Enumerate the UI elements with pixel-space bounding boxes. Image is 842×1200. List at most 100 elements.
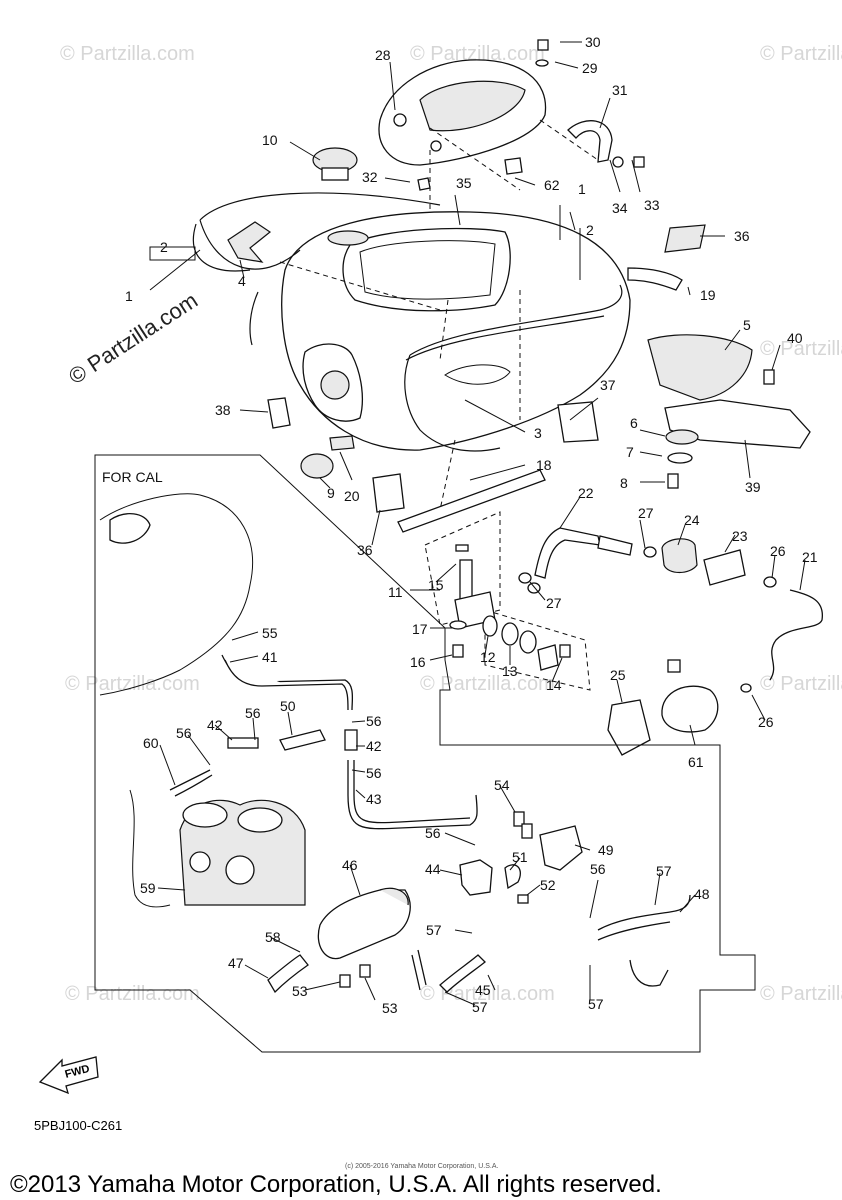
callout-2: 2 bbox=[586, 222, 594, 238]
watermark-main: © Partzilla.com bbox=[64, 287, 202, 389]
callout-29: 29 bbox=[582, 60, 598, 76]
callout-30: 30 bbox=[585, 34, 601, 50]
fuel-cock-assembly bbox=[424, 511, 591, 691]
callout-57b: 57 bbox=[426, 922, 442, 938]
callout-39: 39 bbox=[745, 479, 761, 495]
callout-15: 15 bbox=[428, 577, 444, 593]
callout-51: 51 bbox=[512, 849, 528, 865]
callout-43: 43 bbox=[366, 791, 382, 807]
callout-9: 9 bbox=[327, 485, 335, 501]
mount-brackets bbox=[647, 334, 811, 489]
watermark: © Partzilla.com bbox=[760, 673, 842, 695]
callout-numbers: 30 29 28 31 10 32 62 1 34 33 35 2 36 2 1… bbox=[125, 34, 818, 1016]
callout-23: 23 bbox=[732, 528, 748, 544]
watermark: © Partzilla.com bbox=[760, 338, 842, 360]
callout-11: 11 bbox=[388, 584, 403, 600]
tank-side-panel bbox=[192, 192, 441, 346]
callout-19: 19 bbox=[700, 287, 716, 303]
callout-31: 31 bbox=[612, 82, 628, 98]
callout-4: 4 bbox=[238, 273, 246, 289]
callout-18: 18 bbox=[536, 457, 552, 473]
callout-56c: 56 bbox=[366, 713, 382, 729]
california-inset-border bbox=[94, 454, 756, 1053]
callout-57: 57 bbox=[656, 863, 672, 879]
callout-26b: 26 bbox=[758, 714, 774, 730]
callout-49: 49 bbox=[598, 842, 614, 858]
callout-36b: 36 bbox=[357, 542, 373, 558]
callout-53b: 53 bbox=[382, 1000, 398, 1016]
callout-8: 8 bbox=[620, 475, 628, 491]
callout-61: 61 bbox=[688, 754, 704, 770]
callout-50: 50 bbox=[280, 698, 296, 714]
callout-38: 38 bbox=[215, 402, 231, 418]
diagram-code: 5PBJ100-C261 bbox=[34, 1118, 122, 1133]
callout-17: 17 bbox=[412, 621, 428, 637]
inset-tank bbox=[99, 493, 254, 696]
callout-53: 53 bbox=[292, 983, 308, 999]
callout-34: 34 bbox=[612, 200, 628, 216]
watermark: © Partzilla.com bbox=[65, 673, 200, 695]
callout-56b: 56 bbox=[176, 725, 192, 741]
callout-47: 47 bbox=[228, 955, 244, 971]
callout-45: 45 bbox=[475, 982, 491, 998]
callout-44: 44 bbox=[425, 861, 441, 877]
fuel-pump-and-hoses bbox=[518, 527, 823, 756]
watermark: © Partzilla.com bbox=[60, 43, 195, 65]
watermark: © Partzilla.com bbox=[65, 983, 200, 1005]
emblem bbox=[227, 221, 272, 263]
callout-16: 16 bbox=[410, 654, 426, 670]
callout-20: 20 bbox=[344, 488, 360, 504]
callout-2b: 2 bbox=[160, 239, 168, 255]
callout-1: 1 bbox=[578, 181, 586, 197]
callout-22: 22 bbox=[578, 485, 594, 501]
callout-57d: 57 bbox=[588, 996, 604, 1012]
forward-arrow-icon: FWD bbox=[38, 1056, 99, 1095]
callout-7: 7 bbox=[626, 444, 634, 460]
callout-42: 42 bbox=[207, 717, 223, 733]
carburetor-assembly bbox=[129, 789, 306, 908]
leader-lines bbox=[149, 41, 806, 1006]
callout-25: 25 bbox=[610, 667, 626, 683]
callout-56: 56 bbox=[245, 705, 261, 721]
callout-42b: 42 bbox=[366, 738, 382, 754]
callout-6: 6 bbox=[630, 415, 638, 431]
watermark: © Partzilla.com bbox=[760, 983, 842, 1005]
copyright-notice: ©2013 Yamaha Motor Corporation, U.S.A. A… bbox=[10, 1171, 662, 1198]
damper-strip bbox=[397, 469, 546, 533]
watermark: © Partzilla.com bbox=[420, 983, 555, 1005]
callout-41: 41 bbox=[262, 649, 278, 665]
watermark-layer: © Partzilla.com © Partzilla.com © Partzi… bbox=[60, 43, 842, 1005]
callout-3: 3 bbox=[534, 425, 542, 441]
callout-36: 36 bbox=[734, 228, 750, 244]
inset-label: FOR CAL bbox=[102, 469, 163, 485]
callout-55: 55 bbox=[262, 625, 278, 641]
small-copyright: (c) 2005-2016 Yamaha Motor Corporation, … bbox=[345, 1163, 498, 1170]
callout-37: 37 bbox=[600, 377, 616, 393]
callout-13: 13 bbox=[502, 663, 518, 679]
callout-46: 46 bbox=[342, 857, 358, 873]
callout-56f: 56 bbox=[590, 861, 606, 877]
callout-60: 60 bbox=[143, 735, 159, 751]
callout-54: 54 bbox=[494, 777, 510, 793]
callout-27b: 27 bbox=[546, 595, 562, 611]
callout-26: 26 bbox=[770, 543, 786, 559]
fuel-cap bbox=[312, 147, 358, 181]
evap-system bbox=[169, 654, 691, 987]
callout-57c: 57 bbox=[472, 999, 488, 1015]
watermark: © Partzilla.com bbox=[420, 673, 555, 695]
callout-12: 12 bbox=[480, 649, 496, 665]
callout-24: 24 bbox=[684, 512, 700, 528]
filler-neck bbox=[327, 230, 369, 246]
watermark: © Partzilla.com bbox=[760, 43, 842, 65]
callout-33: 33 bbox=[644, 197, 660, 213]
callout-1b: 1 bbox=[125, 288, 133, 304]
tank-top-cover bbox=[378, 59, 547, 166]
callout-56e: 56 bbox=[425, 825, 441, 841]
callout-32: 32 bbox=[362, 169, 378, 185]
callout-28: 28 bbox=[375, 47, 391, 63]
watermark: © Partzilla.com bbox=[410, 43, 545, 65]
callout-21: 21 bbox=[802, 549, 818, 565]
callout-62: 62 bbox=[544, 177, 560, 193]
callout-40: 40 bbox=[787, 330, 803, 346]
